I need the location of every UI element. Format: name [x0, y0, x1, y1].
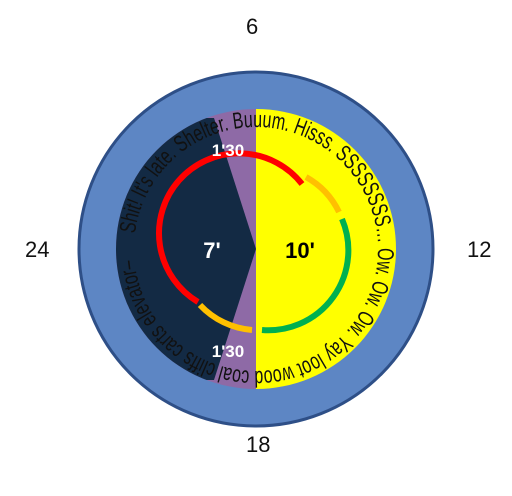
day-duration-label: 10': [285, 238, 315, 263]
hour-label-right: 12: [467, 237, 492, 262]
hour-label-top: 6: [246, 14, 259, 39]
hour-label-left: 24: [25, 237, 50, 262]
arc-dawn-orange: [197, 302, 253, 333]
dusk-duration-label: 1'30: [212, 141, 244, 160]
timeline-arc: [156, 150, 352, 334]
hour-label-bottom: 18: [246, 432, 271, 457]
night-duration-label: 7': [203, 238, 220, 263]
dawn-duration-label: 1'30: [212, 342, 244, 361]
arc-dusk-orange: [304, 174, 342, 214]
arc-day-green: [261, 217, 352, 334]
night-segment: [116, 118, 256, 380]
arc-night-red: [156, 150, 305, 305]
